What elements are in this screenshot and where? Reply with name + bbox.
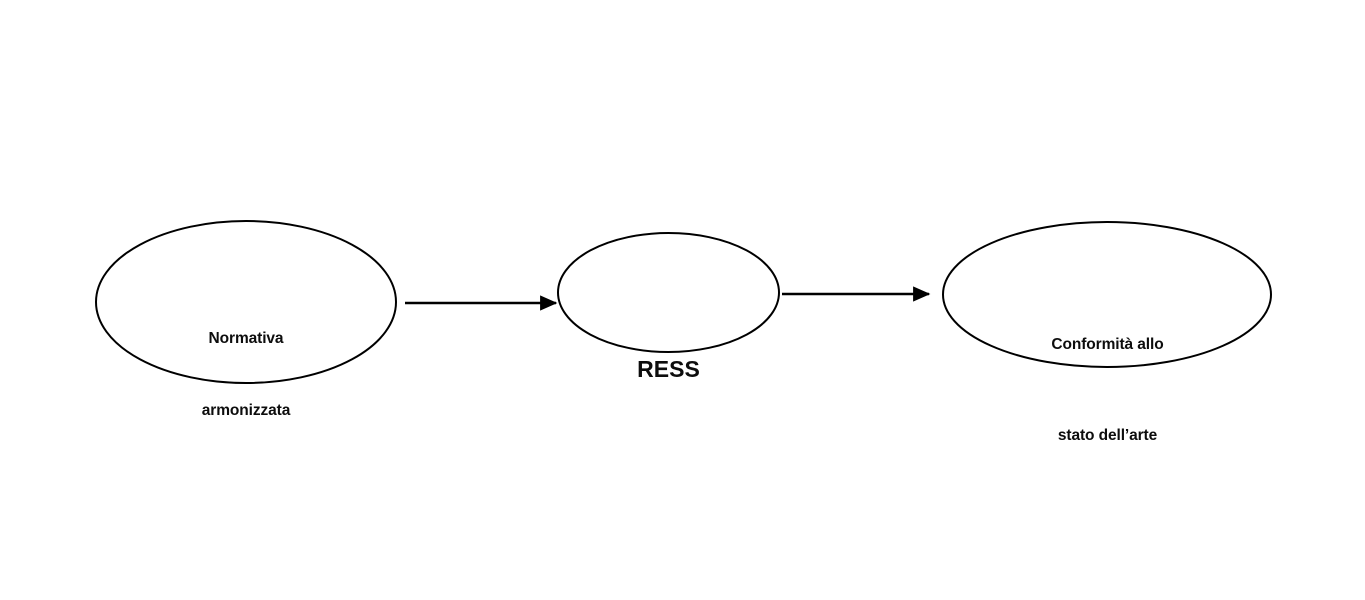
node-ellipse-conformita-stato-arte[interactable] <box>942 221 1272 368</box>
node-ellipse-normativa-armonizzata[interactable] <box>95 220 397 384</box>
node-ellipse-ress[interactable] <box>557 232 780 353</box>
